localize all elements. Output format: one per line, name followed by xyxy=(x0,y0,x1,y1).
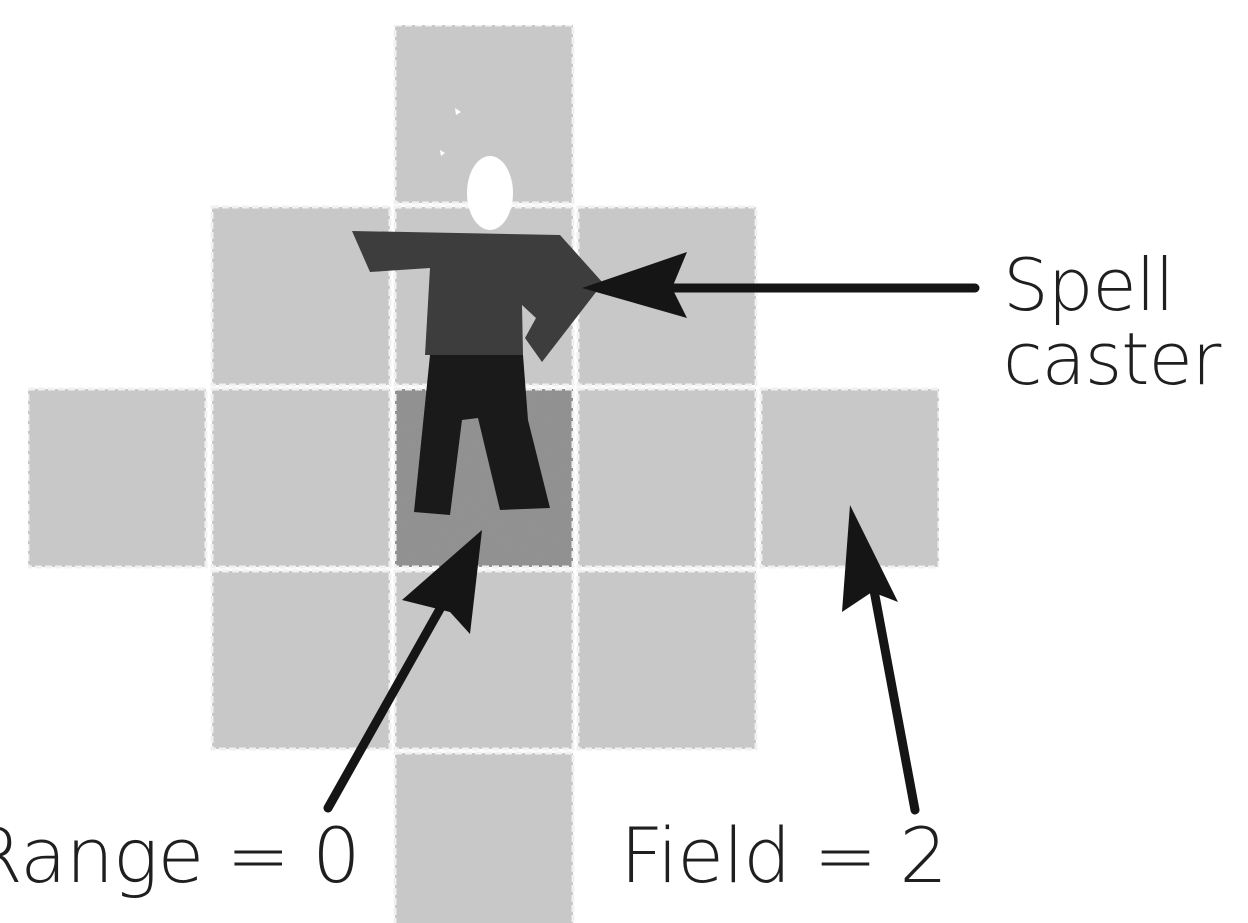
range-label: Range = 0 xyxy=(0,811,361,900)
spell-caster-label: Spell caster xyxy=(1003,248,1248,396)
field-tile xyxy=(393,751,575,923)
field-tile xyxy=(576,569,758,751)
spell-caster-figure xyxy=(352,108,603,515)
field-tile xyxy=(576,387,758,569)
field-label: Field = 2 xyxy=(620,811,948,900)
figure-legs xyxy=(414,355,550,515)
field-tile xyxy=(210,387,392,569)
figure-torso xyxy=(352,231,603,362)
range-arrow-shaft xyxy=(323,595,450,813)
field-tile xyxy=(26,387,208,569)
figure-head xyxy=(467,156,513,230)
field-arrow-head xyxy=(842,505,898,612)
spell-caster-arrow-head xyxy=(582,252,687,318)
range-arrow-head xyxy=(402,530,482,634)
spell-caster-label-line2: caster xyxy=(1003,317,1221,401)
field-tile xyxy=(210,569,392,751)
figure-spark xyxy=(455,108,461,115)
field-arrow-shaft xyxy=(868,580,920,815)
arrows xyxy=(323,252,980,815)
figure-spark xyxy=(440,150,445,156)
spell-caster-label-line1: Spell xyxy=(1003,243,1175,327)
